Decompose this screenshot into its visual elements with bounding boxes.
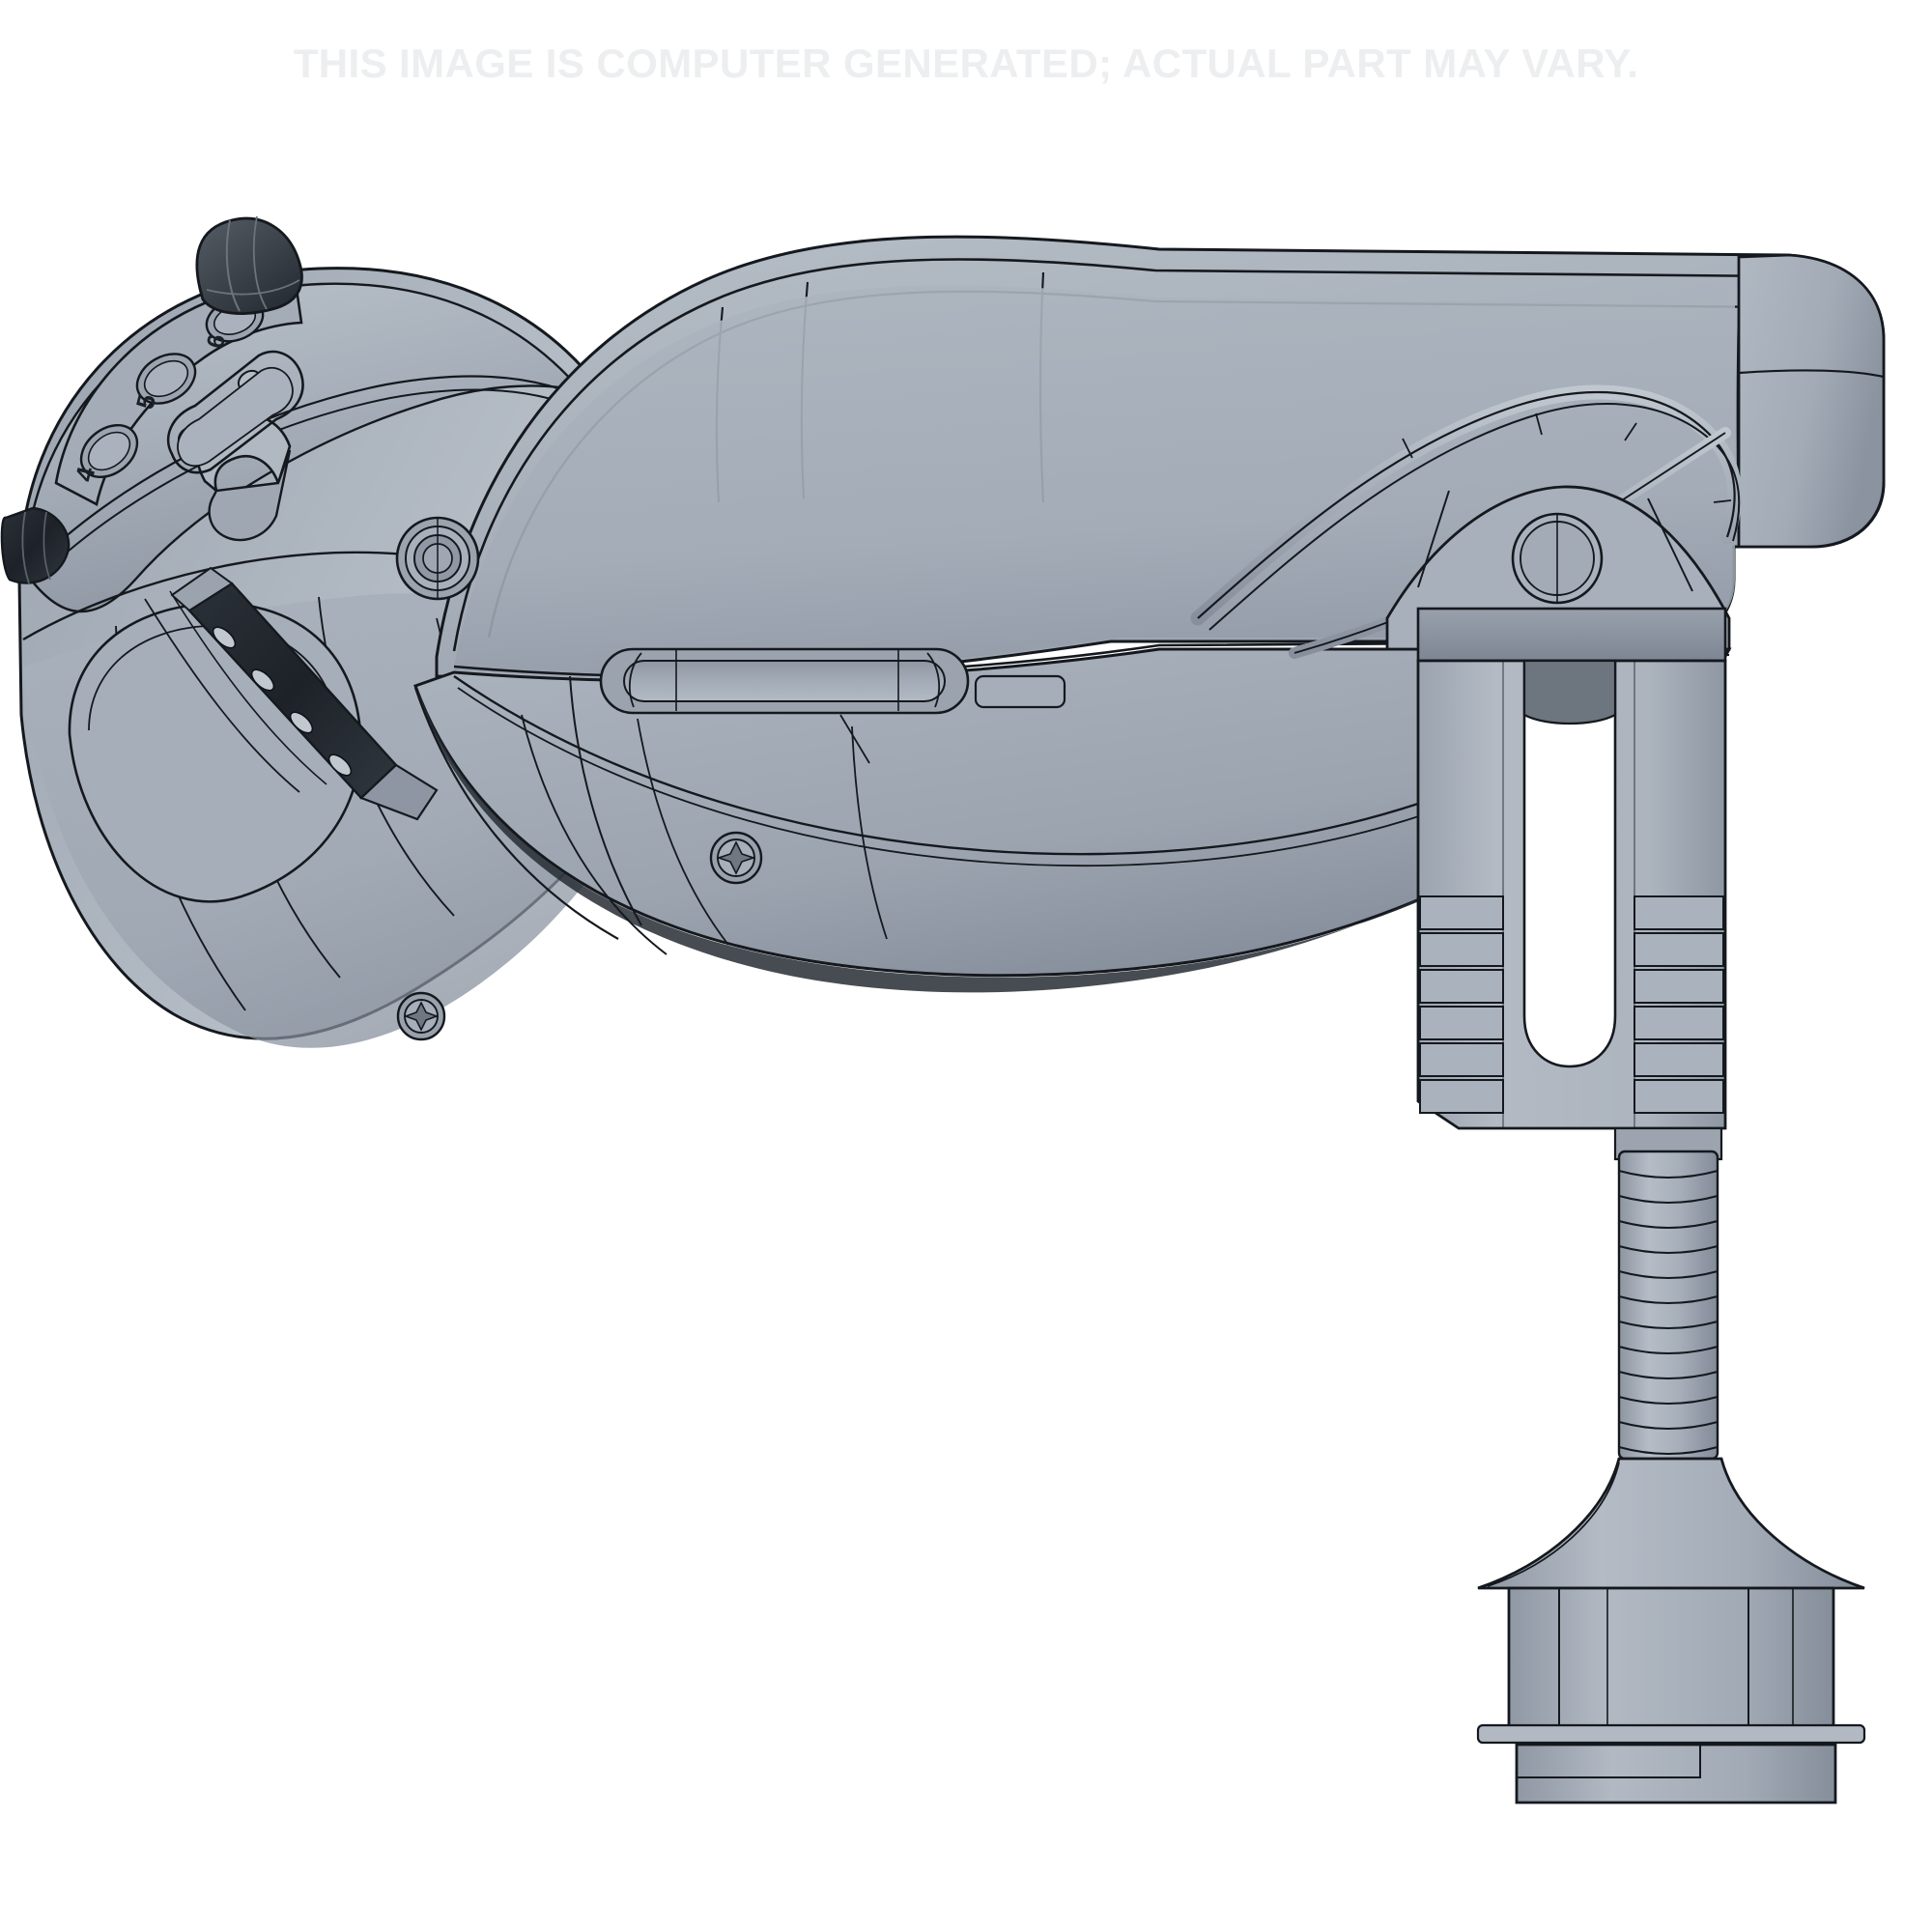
- side-toggle-button[interactable]: [0, 506, 71, 584]
- dial-recess-4[interactable]: 4: [70, 414, 148, 488]
- foot-collar: [1476, 1723, 1866, 1745]
- conical-flange: [1477, 1457, 1865, 1590]
- bracket-slot: [1522, 659, 1617, 1068]
- dial-recess-5[interactable]: 5: [128, 344, 204, 413]
- dial-label-5: 5: [130, 391, 162, 412]
- vent-side-tab: [974, 674, 1066, 709]
- phillips-screw-upper: [709, 831, 763, 885]
- top-knob[interactable]: [195, 215, 303, 315]
- phillips-screw-lower: [396, 991, 446, 1041]
- circular-port: [395, 516, 480, 601]
- bracket-top-band: [1416, 607, 1727, 663]
- vented-grille-strip: [170, 566, 439, 821]
- recessed-vent-slot: [599, 647, 1066, 764]
- grille-hole: [327, 753, 353, 777]
- grille-hole: [250, 668, 275, 692]
- clamp-foot-knob[interactable]: [1476, 1586, 1866, 1804]
- thread-rings: [1618, 1170, 1719, 1455]
- handle-loop[interactable]: [166, 350, 304, 542]
- threaded-screw[interactable]: [1613, 1126, 1723, 1461]
- foot-base: [1515, 1743, 1837, 1804]
- grille-hole: [289, 711, 314, 734]
- dial-label-6: 6: [202, 331, 232, 351]
- grille-hole: [212, 626, 237, 649]
- watermark-text: THIS IMAGE IS COMPUTER GENERATED; ACTUAL…: [293, 41, 1639, 86]
- clamp-bracket[interactable]: [1416, 607, 1727, 1130]
- knurled-ribs: [1419, 895, 1724, 1114]
